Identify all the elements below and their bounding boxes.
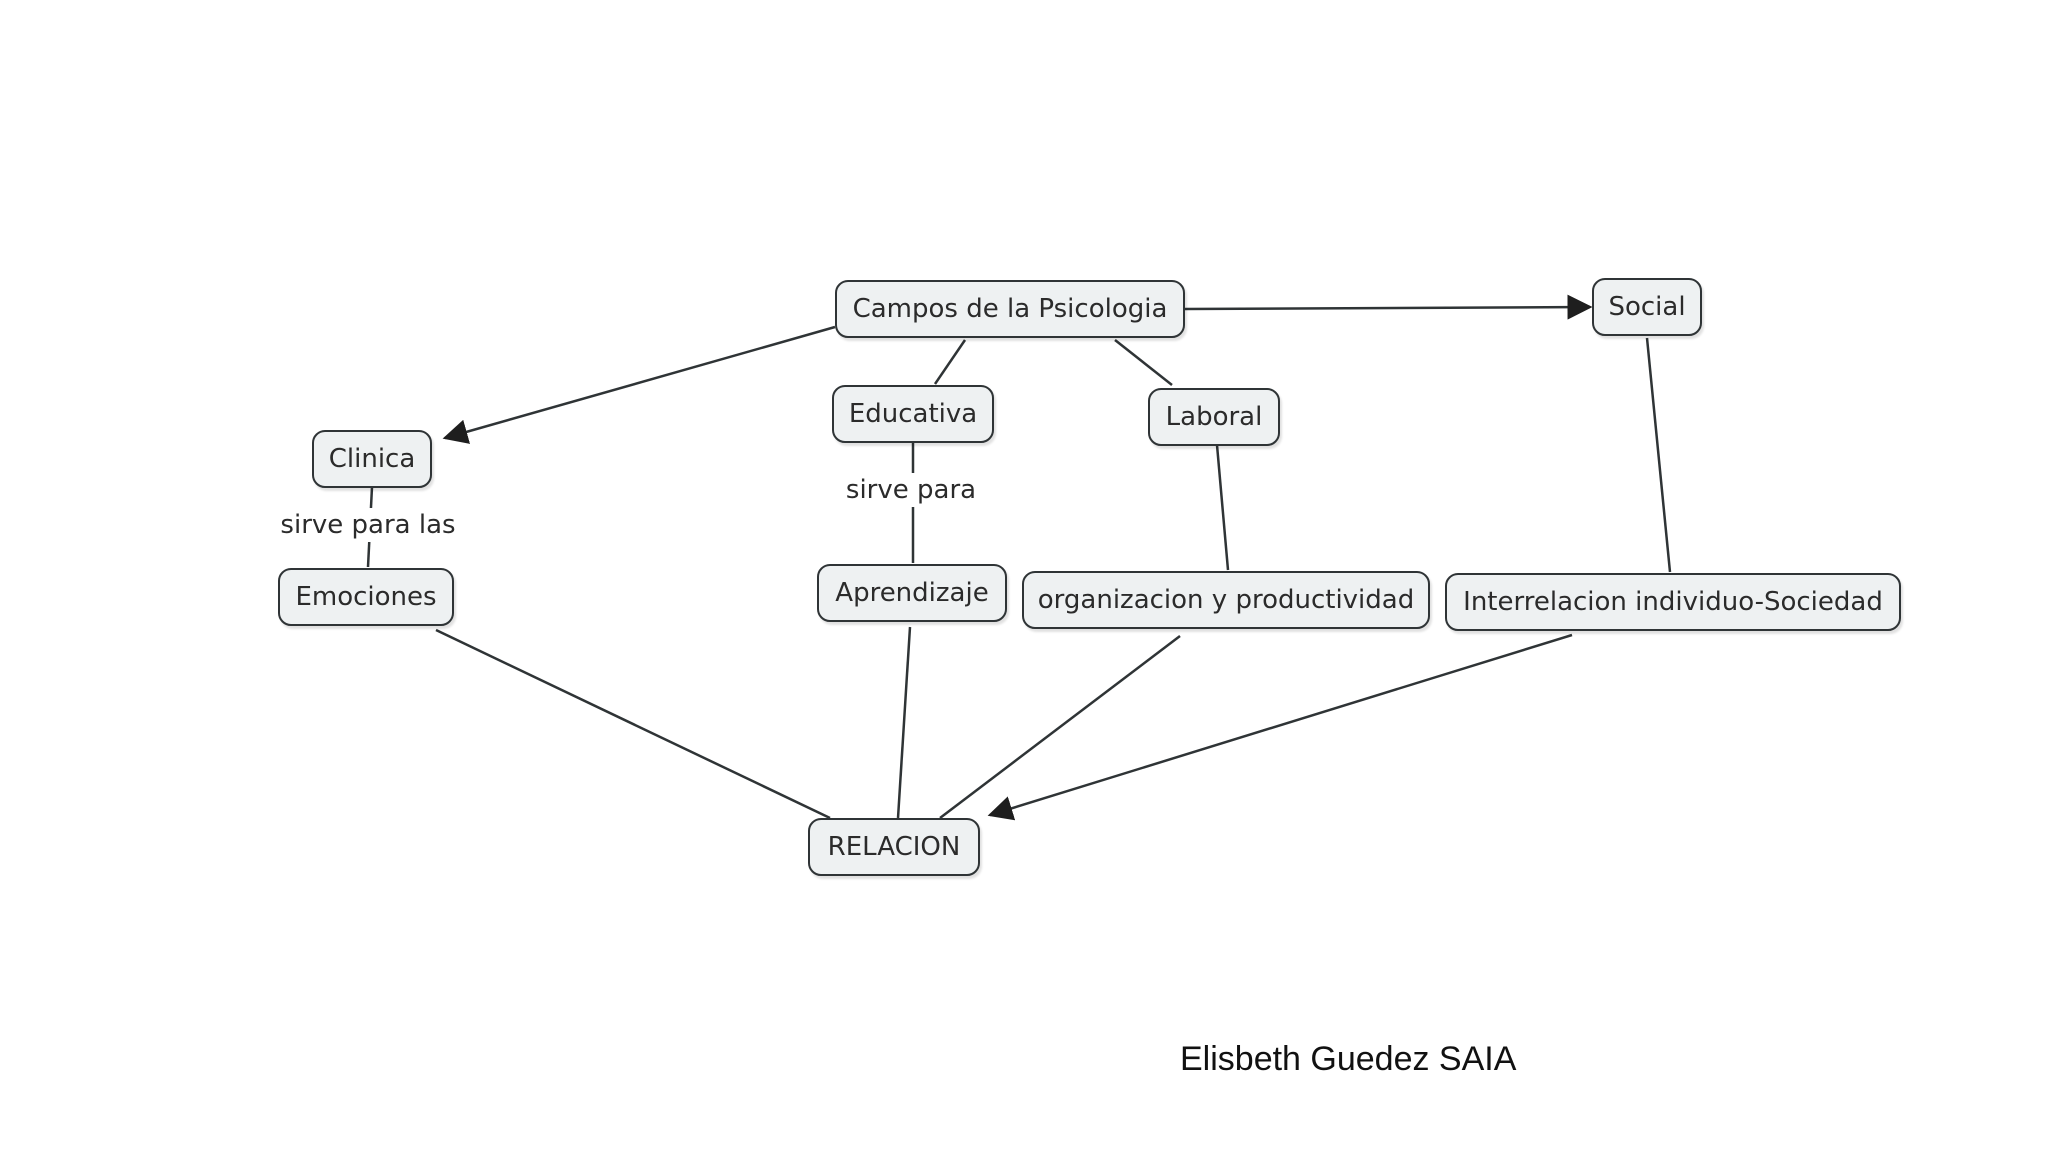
node-clinica: Clinica [312,430,432,488]
link-campos-laboral [1114,339,1173,386]
link-campos-educativa [933,339,967,385]
author-credit: Elisbeth Guedez SAIA [1180,1040,1517,1078]
node-interrelacion-individuo-sociedad: Interrelacion individuo-Sociedad [1445,573,1901,631]
link-label-educativa-aprendizaje: sirve para [839,473,983,507]
link-label-clinica-emociones: sirve para las [274,508,462,542]
node-organizacion-y-productividad: organizacion y productividad [1022,571,1430,629]
link-aprendizaje-relacion [896,626,912,819]
node-campos-de-la-psicologia: Campos de la Psicologia [835,280,1185,338]
link-emociones-relacion [435,628,831,820]
link-campos-social [1184,294,1593,320]
link-social-interrelacion [1645,337,1672,573]
node-social: Social [1592,278,1702,336]
node-laboral: Laboral [1148,388,1280,446]
node-relacion: RELACION [808,818,980,876]
node-emociones: Emociones [278,568,454,626]
node-educativa: Educativa [832,385,994,443]
link-organizacion-relacion [939,635,1181,819]
link-campos-clinica [442,325,836,444]
link-interrelacion-relacion [987,633,1573,821]
link-laboral-organizacion [1215,444,1230,571]
node-aprendizaje: Aprendizaje [817,564,1007,622]
